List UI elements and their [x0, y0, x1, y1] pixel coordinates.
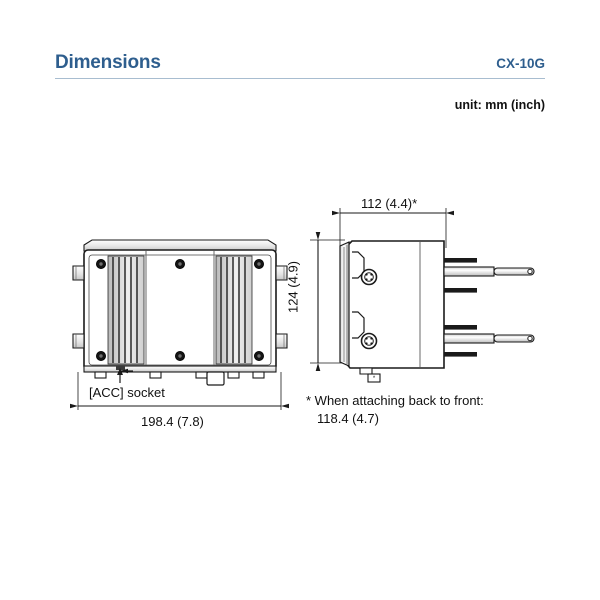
lower-antenna-assembly — [443, 325, 535, 357]
left-heatsink-fins — [112, 257, 138, 363]
side-view-width-dimension: 112 (4.4)* — [361, 196, 418, 211]
footnote: * When attaching back to front: 118.4 (4… — [306, 392, 484, 428]
upper-antenna-assembly — [443, 258, 535, 293]
page-header: Dimensions CX-10G — [55, 52, 545, 82]
right-heatsink-fins — [220, 257, 246, 363]
front-view-screws — [96, 258, 264, 361]
left-mounting-tabs — [72, 265, 85, 349]
header-divider — [55, 78, 545, 79]
side-view-drawing: * — [310, 208, 535, 383]
model-name: CX-10G — [496, 56, 545, 71]
page-title: Dimensions — [55, 52, 161, 73]
svg-text:*: * — [373, 376, 376, 382]
lower-bracket — [352, 311, 378, 350]
footnote-line-2: 118.4 (4.7) — [317, 411, 379, 426]
acc-socket-callout-label: [ACC] socket — [89, 385, 165, 400]
width-dimension-line — [70, 372, 289, 410]
bottom-feet — [94, 371, 265, 379]
acc-leader-line — [117, 368, 133, 383]
unit-note: unit: mm (inch) — [454, 98, 545, 112]
side-top-dimension-line — [332, 208, 454, 248]
side-view-height-dimension: 124 (4.9) — [285, 260, 301, 314]
front-view-drawing — [70, 239, 289, 410]
upper-bracket — [352, 251, 378, 286]
right-mounting-tabs — [275, 265, 288, 349]
side-height-dimension-line — [310, 232, 345, 371]
footnote-line-1: * When attaching back to front: — [306, 393, 484, 408]
front-view-width-dimension: 198.4 (7.8) — [141, 414, 204, 429]
acc-connector-block — [206, 371, 225, 386]
acc-socket-notch — [116, 366, 125, 370]
